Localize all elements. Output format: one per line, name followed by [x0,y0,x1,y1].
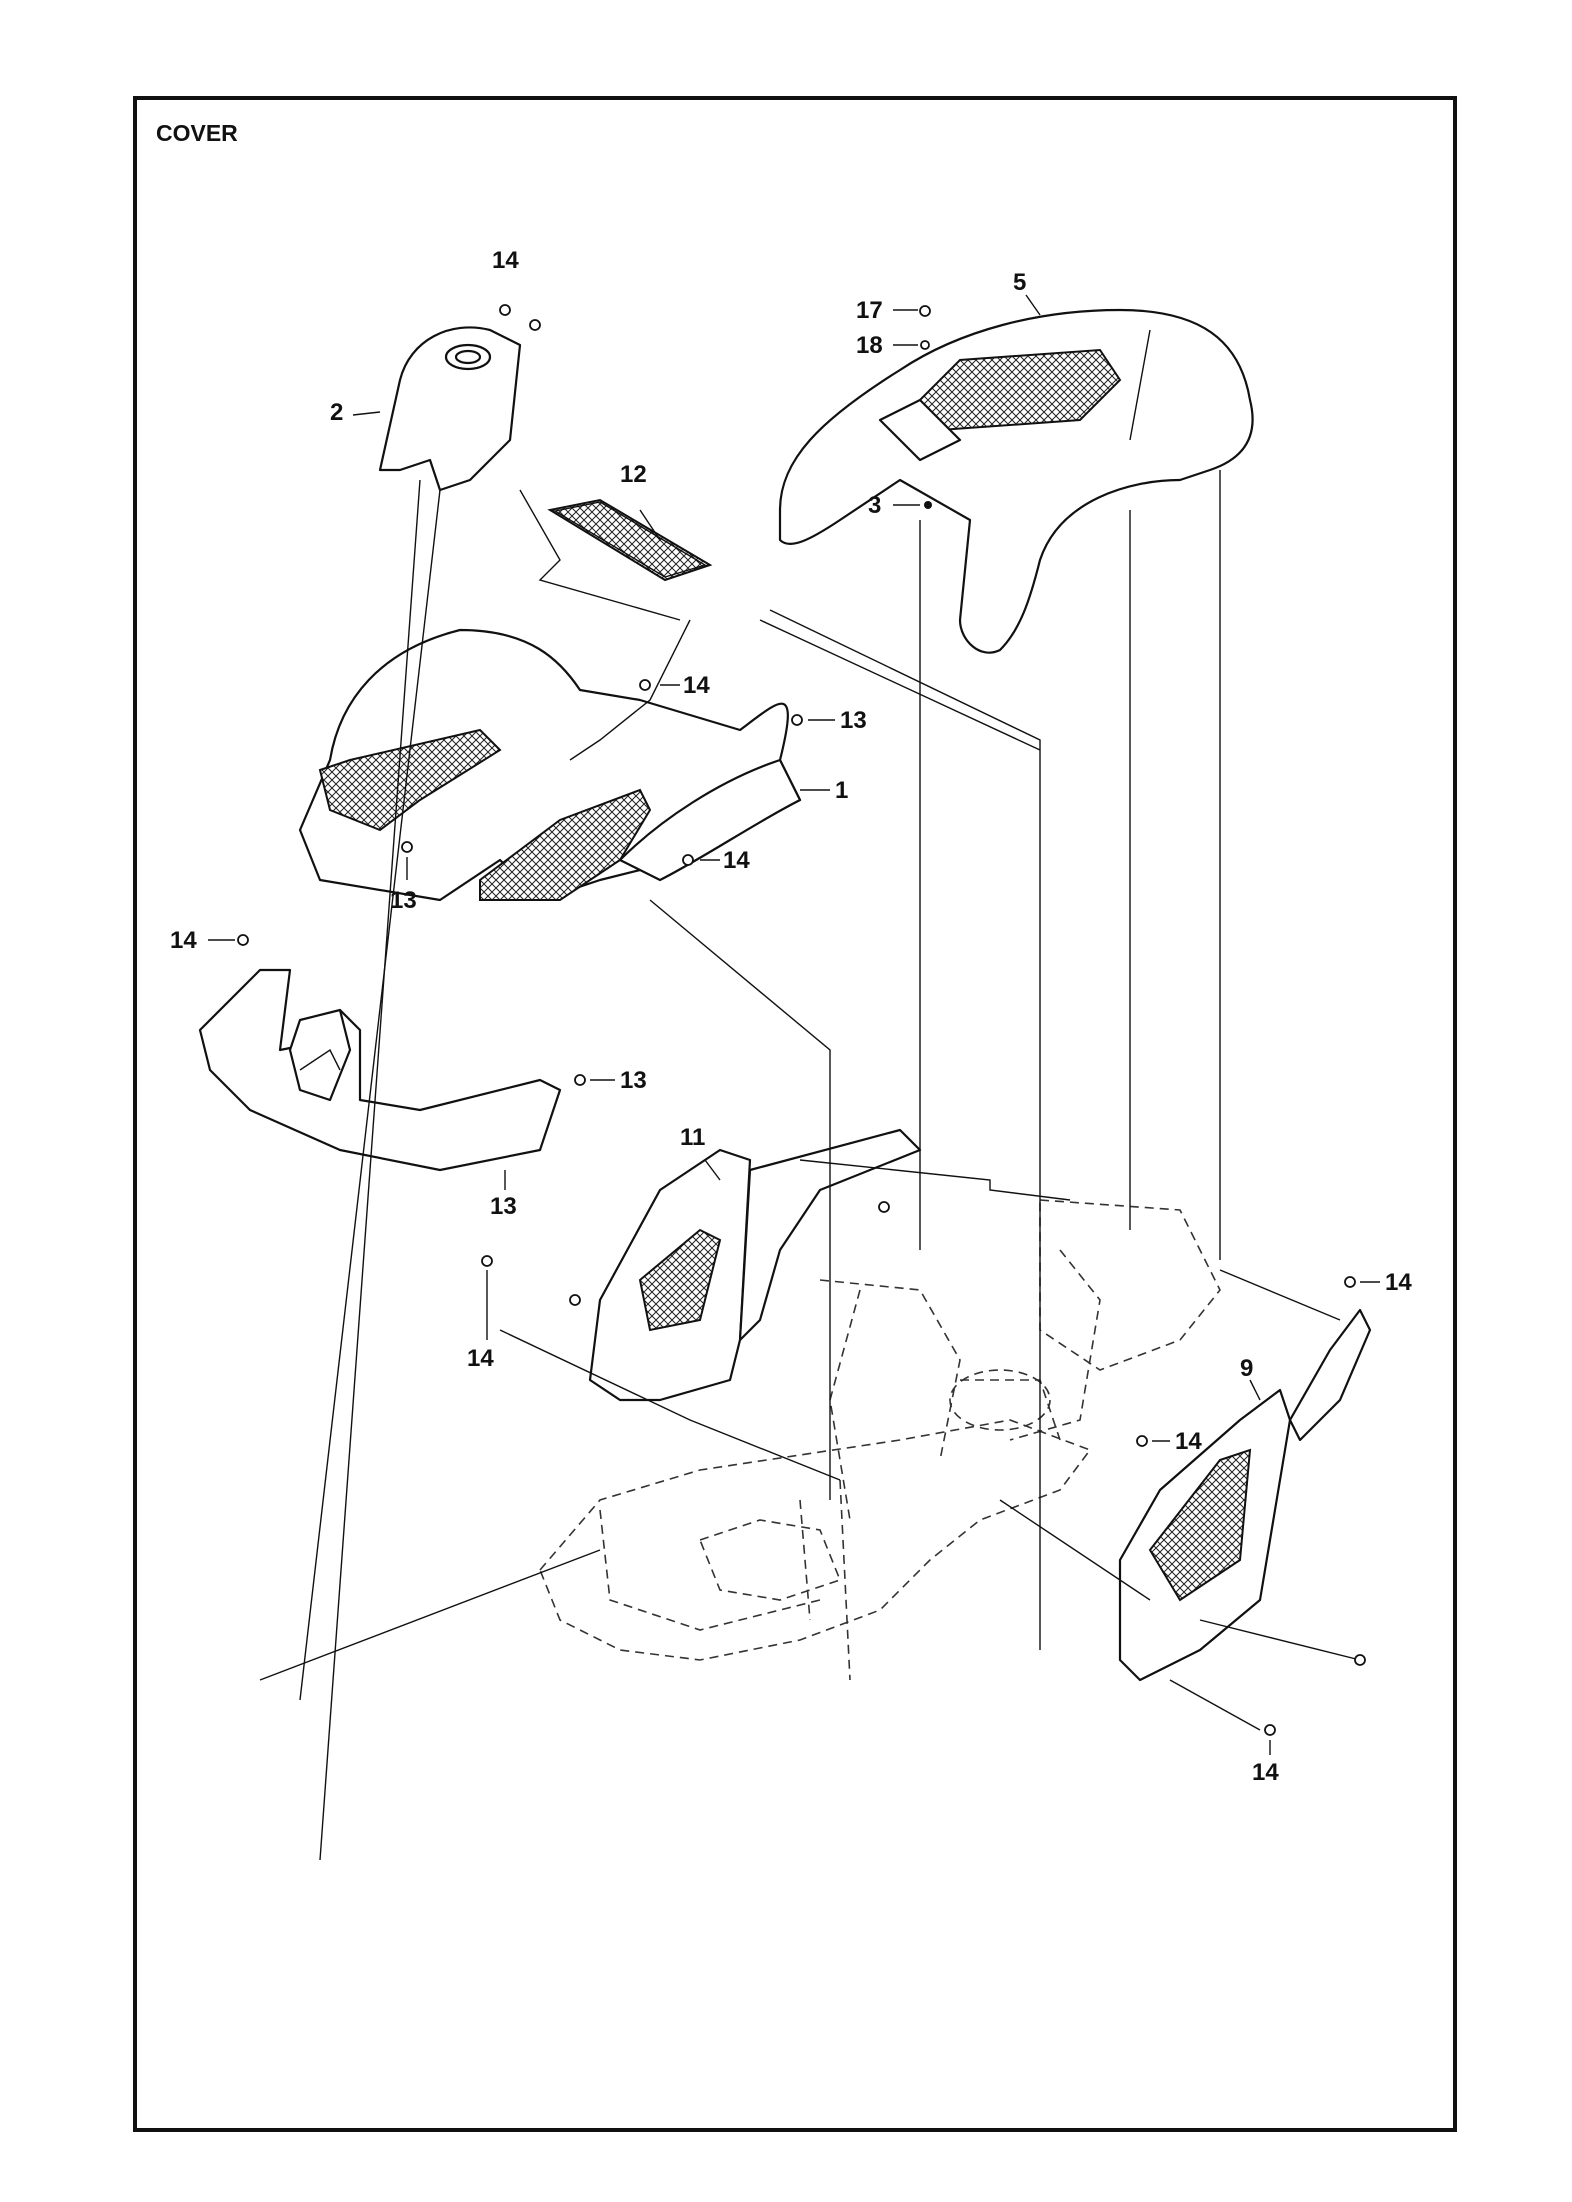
callout-14: 13 [840,707,867,734]
screw-icon [481,1255,493,1267]
washer-icon [920,340,930,350]
callout-15: 14 [683,672,710,699]
callout-5: 5 [1013,269,1026,296]
callout-2: 2 [330,399,343,426]
callout-15: 14 [1252,1759,1279,1786]
screw-icon [574,1074,586,1086]
fasteners [237,304,1366,1736]
callout-13: 13 [490,1193,517,1220]
screw-icon [1136,1435,1148,1447]
part-13-front-bumper [198,968,562,1172]
nut-icon [924,501,932,509]
screw-icon [919,305,931,317]
part-11-left-grille [588,1128,922,1402]
callout-15: 14 [1385,1269,1412,1296]
callout-11: 11 [680,1124,705,1151]
screw-icon [401,841,413,853]
screw-icon [569,1294,581,1306]
chassis-frame [539,1199,1221,1681]
callout-15: 14 [723,847,750,874]
callout-9: 9 [1240,1355,1253,1382]
part-1-body [298,628,802,902]
callout-labels: 14 2 17 18 5 12 3 14 13 1 14 13 14 13 13… [170,247,1412,1786]
callout-15: 14 [467,1345,494,1372]
screw-icon [529,319,541,331]
callout-17: 17 [856,297,883,324]
screw-icon [791,714,803,726]
part-5-rear-hood [778,308,1254,654]
callout-3: 3 [868,492,881,519]
screw-icon [878,1201,890,1213]
callout-14: 13 [390,887,417,914]
part-9-right-grille [1118,1308,1372,1682]
diagram-title: COVER [156,120,238,146]
part-12-mesh-plate [547,498,713,582]
callout-15: 14 [492,247,519,274]
callout-1: 1 [835,777,848,804]
screw-icon [1344,1276,1356,1288]
callout-15: 14 [170,927,197,954]
screw-icon [682,854,694,866]
screw-icon [1264,1724,1276,1736]
screw-icon [499,304,511,316]
callout-15: 14 [1175,1428,1202,1455]
part-2-steering-cover [378,326,522,492]
screw-icon [1354,1654,1366,1666]
leader-lines [259,470,1361,1861]
callout-ticks [208,294,1380,1755]
callout-18: 18 [856,332,883,359]
callout-14: 13 [620,1067,647,1094]
callout-12: 12 [620,461,647,488]
screw-icon [237,934,249,946]
screw-icon [639,679,651,691]
